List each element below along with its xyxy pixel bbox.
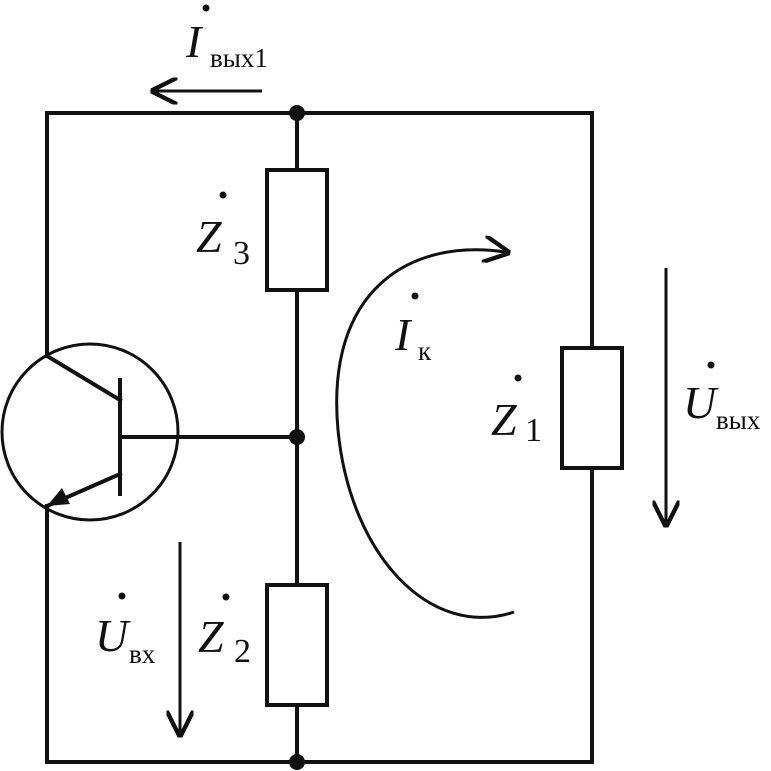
svg-text:к: к [418,336,432,366]
resistor-z2 [265,583,329,707]
transistor-body [0,342,180,522]
svg-text:I: I [394,309,413,360]
label-i-k: I к [394,292,432,366]
resistor-z3 [265,168,329,292]
svg-text:3: 3 [233,235,250,272]
emitter-arrowhead-icon [47,488,70,506]
label-i-out1: I вых1 [185,4,268,73]
node-bottom [289,754,305,770]
svg-text:U: U [683,377,719,428]
svg-text:вых1: вых1 [210,43,268,73]
svg-text:2: 2 [234,633,251,670]
transistor-symbol [0,342,180,522]
node-top [289,105,305,121]
svg-text:вых: вых [716,405,761,435]
svg-text:1: 1 [525,412,542,449]
label-z2: Z 2 [198,593,251,670]
svg-text:Z: Z [491,394,517,445]
node-middle [289,429,305,445]
label-u-out: U вых [683,361,761,435]
label-z3: Z 3 [196,191,250,272]
transistor-collector [44,353,123,403]
svg-text:Z: Z [198,611,224,662]
resistor-z1 [560,346,624,470]
svg-text:вх: вх [129,639,156,669]
label-u-in: U вх [95,592,156,669]
label-z1: Z 1 [491,374,542,449]
svg-text:I: I [185,16,204,67]
svg-text:U: U [95,610,131,661]
svg-text:Z: Z [196,211,222,262]
loop-current-arrow-icon [335,250,515,619]
